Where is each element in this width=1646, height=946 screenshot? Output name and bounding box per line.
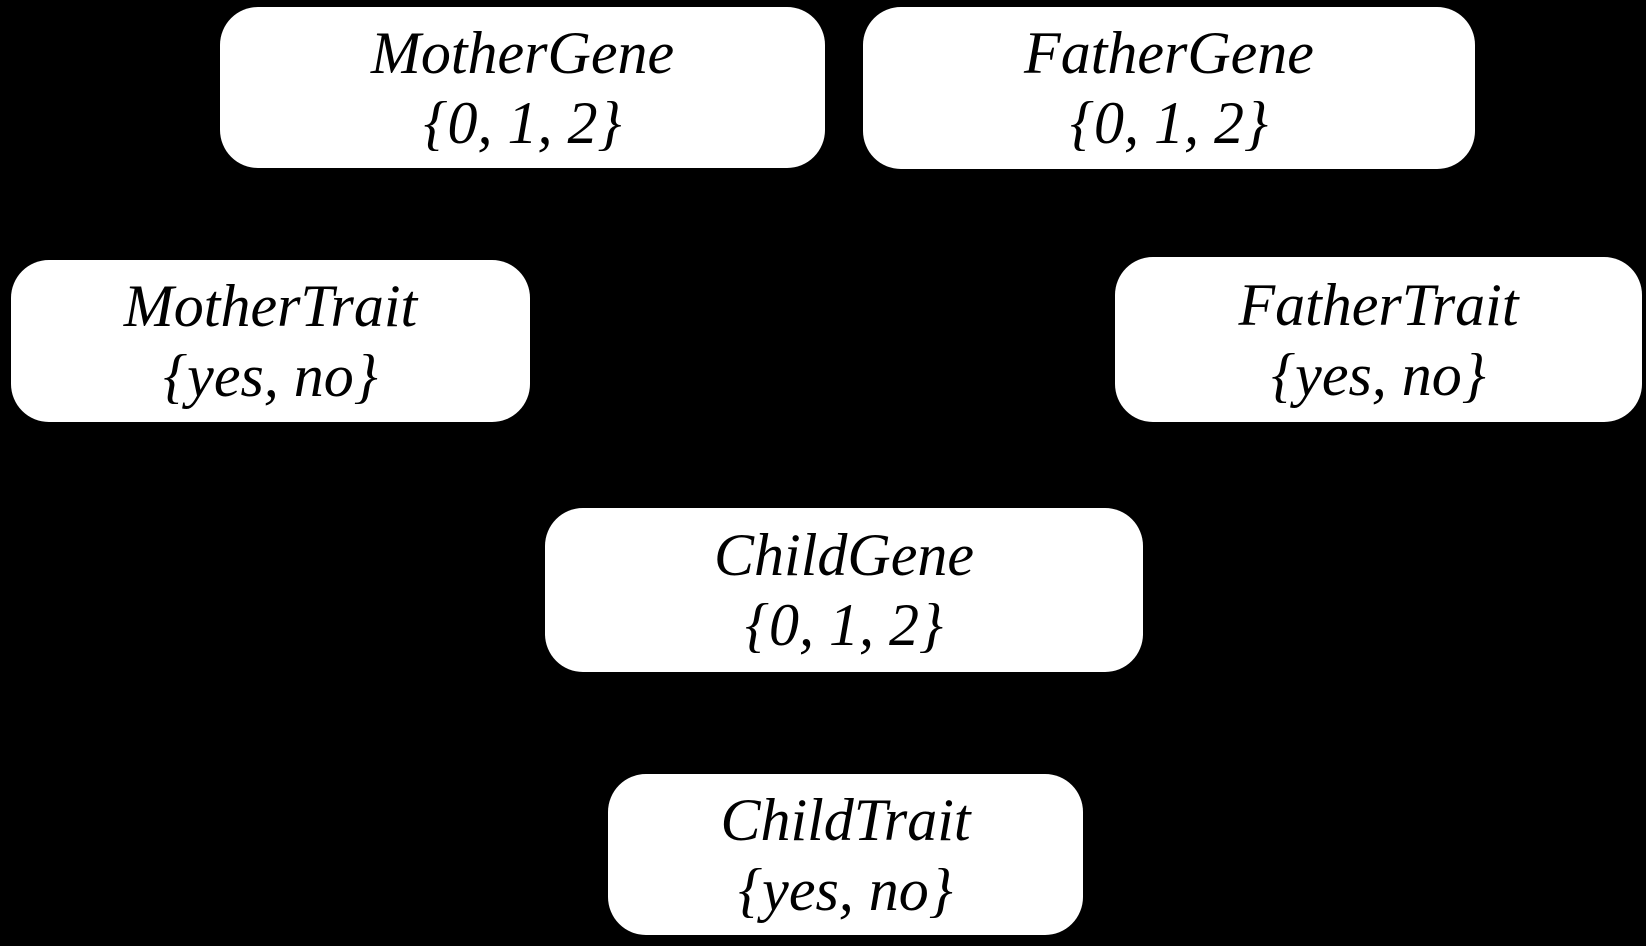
node-father-trait-domain: {yes, no} <box>1271 341 1486 408</box>
node-mother-gene: MotherGene {0, 1, 2} <box>220 7 825 168</box>
node-mother-trait-label: MotherTrait <box>123 273 418 339</box>
node-child-gene-domain: {0, 1, 2} <box>745 592 943 658</box>
node-father-trait-label: FatherTrait <box>1238 271 1519 338</box>
node-child-trait-domain: {yes, no} <box>738 856 953 923</box>
node-child-gene: ChildGene {0, 1, 2} <box>545 508 1143 672</box>
node-father-gene-label: FatherGene <box>1024 20 1314 86</box>
node-mother-gene-label: MotherGene <box>370 19 675 86</box>
node-child-gene-label: ChildGene <box>714 522 974 588</box>
node-mother-trait-domain: {yes, no} <box>163 343 378 409</box>
node-child-trait-label: ChildTrait <box>720 786 971 853</box>
node-mother-trait: MotherTrait {yes, no} <box>11 260 530 422</box>
node-child-trait: ChildTrait {yes, no} <box>608 774 1083 935</box>
node-father-gene-domain: {0, 1, 2} <box>1070 90 1268 156</box>
node-father-trait: FatherTrait {yes, no} <box>1115 257 1642 422</box>
node-mother-gene-domain: {0, 1, 2} <box>423 89 622 156</box>
node-father-gene: FatherGene {0, 1, 2} <box>863 7 1475 169</box>
